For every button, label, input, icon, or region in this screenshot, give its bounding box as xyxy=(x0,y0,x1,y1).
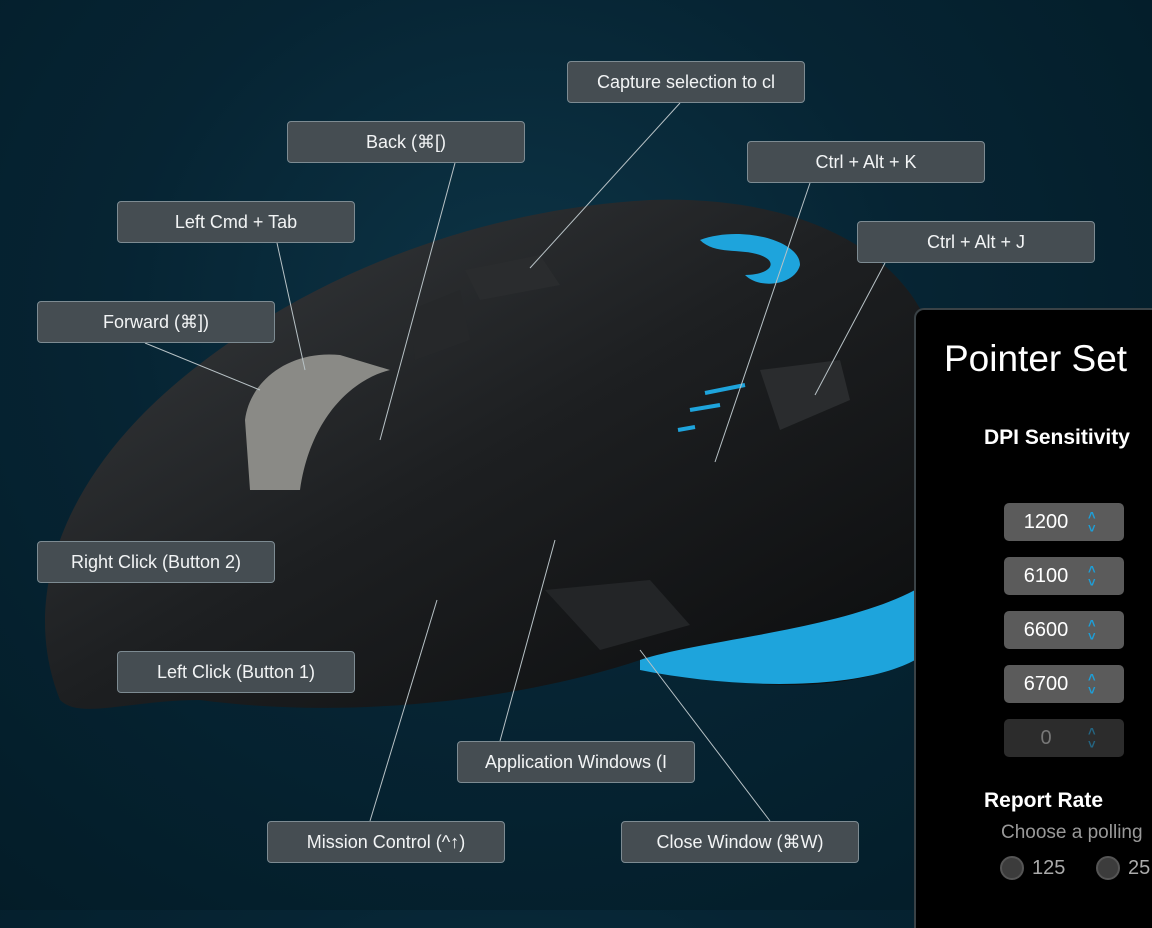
callout-capture[interactable]: Capture selection to cl xyxy=(567,61,805,103)
pointer-settings-panel: Pointer Set DPI Sensitivity 1200 ˄˅ 6100 ˄… xyxy=(914,308,1152,928)
scroll-wheel-icon xyxy=(245,354,390,490)
callout-app-windows[interactable]: Application Windows (I xyxy=(457,741,695,783)
dpi-value[interactable]: 6600 xyxy=(1023,618,1069,641)
button-g-right xyxy=(760,360,850,430)
callout-ctrl-alt-j[interactable]: Ctrl + Alt + J xyxy=(857,221,1095,263)
logo-icon xyxy=(700,234,800,284)
dpi-heading: DPI Sensitivity xyxy=(984,426,1130,449)
stepper-arrows-icon[interactable]: ˄˅ xyxy=(1088,508,1096,536)
dpi-stepper-1[interactable]: 1200 ˄˅ xyxy=(1004,503,1124,541)
callout-close-window[interactable]: Close Window (⌘W) xyxy=(621,821,859,863)
report-rate-description: Choose a polling xyxy=(1001,822,1143,843)
dpi-stepper-3[interactable]: 6600 ˄˅ xyxy=(1004,611,1124,649)
panel-title: Pointer Set xyxy=(944,338,1128,379)
callout-forward[interactable]: Forward (⌘]) xyxy=(37,301,275,343)
leader-lines xyxy=(144,102,886,822)
radio-icon[interactable] xyxy=(1096,856,1120,880)
dpi-value[interactable]: 1200 xyxy=(1023,510,1069,533)
rate-radio-125[interactable]: 125 xyxy=(1000,856,1065,880)
rate-radio-250[interactable]: 25 xyxy=(1096,856,1150,880)
callout-back[interactable]: Back (⌘[) xyxy=(287,121,525,163)
radio-icon[interactable] xyxy=(1000,856,1024,880)
callout-mission-control[interactable]: Mission Control (^↑) xyxy=(267,821,505,863)
stepper-arrows-icon[interactable]: ˄˅ xyxy=(1088,562,1096,590)
callout-ctrl-alt-k[interactable]: Ctrl + Alt + K xyxy=(747,141,985,183)
button-g-top xyxy=(465,255,560,300)
button-g-bottom xyxy=(545,580,690,650)
stepper-arrows-icon[interactable]: ˄˅ xyxy=(1088,724,1096,752)
callout-left-cmd-tab[interactable]: Left Cmd + Tab xyxy=(117,201,355,243)
dpi-stepper-4[interactable]: 6700 ˄˅ xyxy=(1004,665,1124,703)
rate-label: 125 xyxy=(1032,856,1066,879)
mouse-glow-strip xyxy=(640,590,915,684)
report-rate-heading: Report Rate xyxy=(984,789,1104,812)
stepper-arrows-icon[interactable]: ˄˅ xyxy=(1088,616,1096,644)
dpi-stepper-5[interactable]: 0 ˄˅ xyxy=(1004,719,1124,757)
dpi-value[interactable]: 6100 xyxy=(1023,564,1069,587)
stepper-arrows-icon[interactable]: ˄˅ xyxy=(1088,670,1096,698)
dpi-value[interactable]: 0 xyxy=(1040,726,1052,749)
dpi-stepper-2[interactable]: 6100 ˄˅ xyxy=(1004,557,1124,595)
callout-right-click[interactable]: Right Click (Button 2) xyxy=(37,541,275,583)
dpi-value[interactable]: 6700 xyxy=(1023,672,1069,695)
button-g-side xyxy=(410,290,470,360)
callout-left-click[interactable]: Left Click (Button 1) xyxy=(117,651,355,693)
rate-label: 25 xyxy=(1128,856,1151,879)
